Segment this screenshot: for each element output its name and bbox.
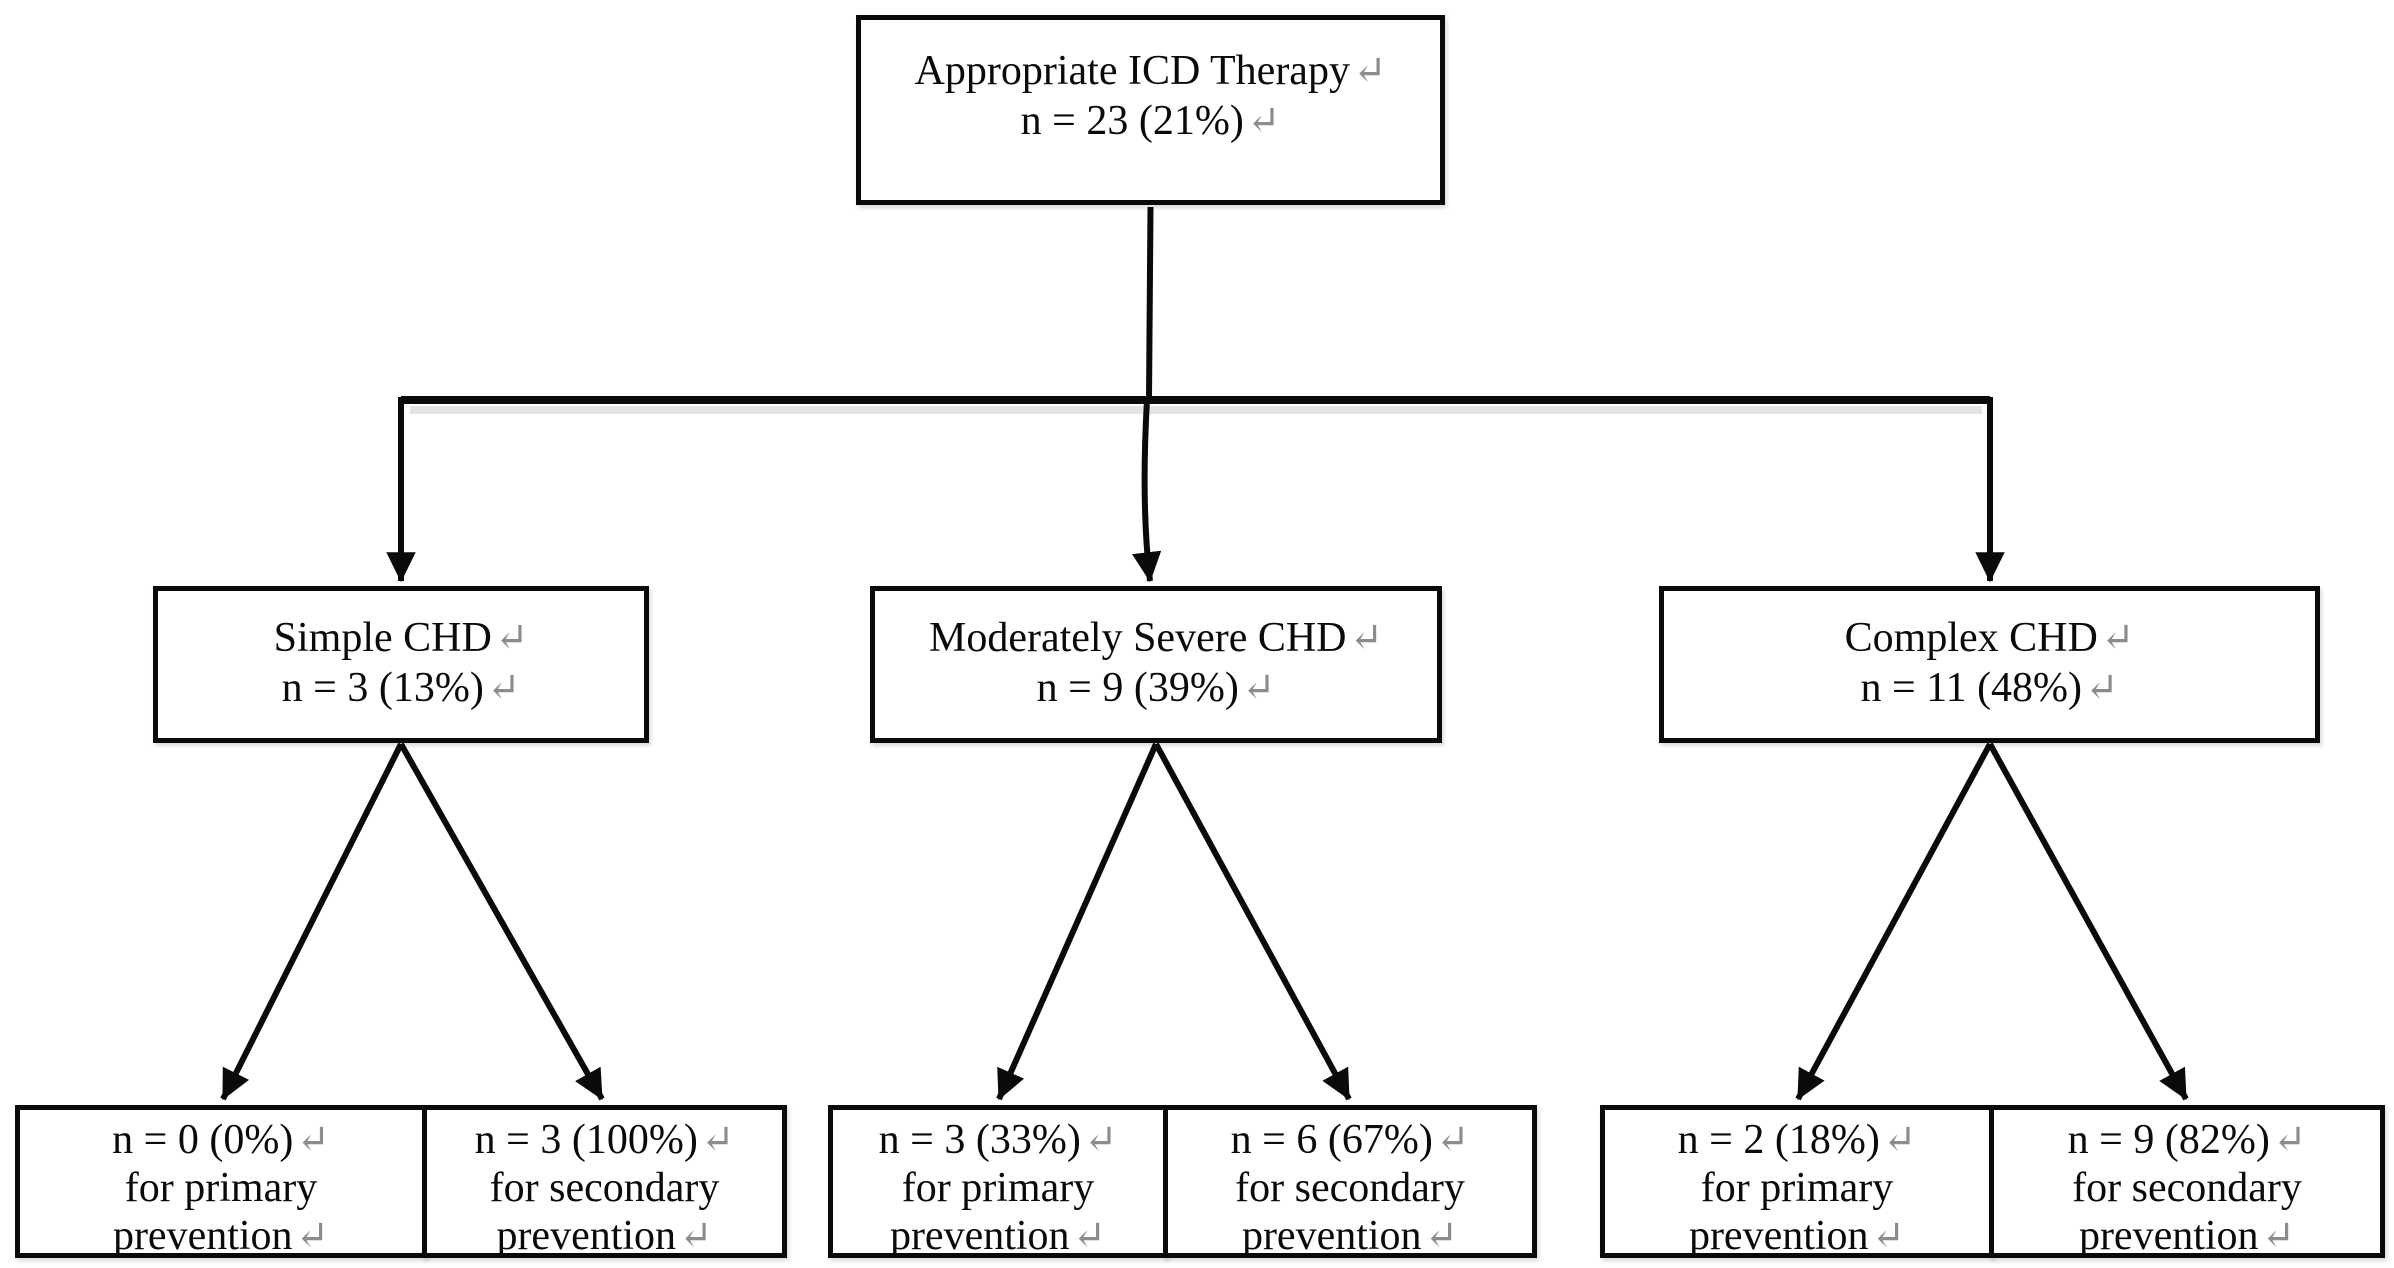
return-mark: ↵ <box>2100 615 2135 660</box>
leaf-stat-line: n = 6 (67%)↵ <box>1168 1116 1532 1164</box>
return-mark: ↵ <box>679 1213 713 1258</box>
leaf-label: prevention <box>112 1213 293 1259</box>
leaf-stat: n = 3 (33%) <box>878 1117 1081 1163</box>
leaf-label-line2: prevention↵ <box>1605 1212 1989 1260</box>
leaf-label-line2: prevention↵ <box>833 1212 1163 1260</box>
return-mark: ↵ <box>1349 615 1384 660</box>
leaf-stat: n = 2 (18%) <box>1677 1117 1880 1163</box>
return-mark: ↵ <box>1072 1213 1107 1258</box>
return-mark: ↵ <box>2272 1117 2307 1162</box>
leaf-node-simple-secondary: n = 3 (100%)↵ for secondary prevention↵ <box>422 1105 787 1260</box>
return-mark: ↵ <box>1435 1117 1470 1162</box>
leaf-label-line2: prevention↵ <box>1168 1212 1532 1260</box>
leaf-node-moderate-secondary: n = 6 (67%)↵ for secondary prevention↵ <box>1163 1105 1537 1260</box>
return-mark: ↵ <box>1871 1213 1906 1258</box>
leaf-pair-simple-chd: n = 0 (0%)↵ for primary prevention↵ n = … <box>15 1105 787 1260</box>
branch-stat: n = 3 (13%) <box>281 665 484 711</box>
connector-complex-secondary <box>1987 742 2189 1101</box>
branch-node-complex-chd: Complex CHD↵ n = 11 (48%)↵ <box>1659 586 2320 743</box>
leaf-label-line1: for primary <box>1700 1165 1894 1211</box>
root-node-appropriate-icd-therapy: Appropriate ICD Therapy↵ n = 23 (21%)↵ <box>856 15 1445 205</box>
leaf-label-line2: prevention↵ <box>1994 1212 2380 1260</box>
branch-stat: n = 9 (39%) <box>1036 665 1239 711</box>
branch-stat-line: n = 11 (48%)↵ <box>1664 663 2315 713</box>
connector-moderate-secondary <box>1153 742 1352 1101</box>
return-mark: ↵ <box>296 1117 330 1162</box>
leaf-stat-line: n = 0 (0%)↵ <box>20 1116 422 1164</box>
connector-simple-secondary <box>398 742 605 1101</box>
root-title-line: Appropriate ICD Therapy↵ <box>861 46 1440 96</box>
branch-title-line: Moderately Severe CHD↵ <box>875 613 1437 663</box>
leaf-node-moderate-primary: n = 3 (33%)↵ for primary prevention↵ <box>828 1105 1168 1260</box>
branch-title-line: Simple CHD↵ <box>158 613 644 663</box>
leaf-label: prevention <box>2078 1213 2259 1259</box>
connector-simple-primary <box>220 742 404 1101</box>
leaf-label: prevention <box>496 1213 677 1259</box>
root-stat: n = 23 (21%) <box>1020 98 1244 144</box>
return-mark: ↵ <box>1083 1117 1118 1162</box>
branch-title-line: Complex CHD↵ <box>1664 613 2315 663</box>
leaf-pair-moderately-severe-chd: n = 3 (33%)↵ for primary prevention↵ n =… <box>828 1105 1537 1260</box>
return-mark: ↵ <box>1241 665 1276 710</box>
leaf-label: prevention <box>1241 1213 1422 1259</box>
branch-node-simple-chd: Simple CHD↵ n = 3 (13%)↵ <box>153 586 649 743</box>
branch-title: Complex CHD <box>1844 615 2098 661</box>
root-stat-line: n = 23 (21%)↵ <box>861 96 1440 146</box>
leaf-stat-line: n = 3 (100%)↵ <box>427 1116 782 1164</box>
branch-title: Moderately Severe CHD <box>928 615 1347 661</box>
leaf-node-complex-primary: n = 2 (18%)↵ for primary prevention↵ <box>1600 1105 1994 1260</box>
connector-drop-moderate <box>1132 399 1162 583</box>
leaf-label-line1: for primary <box>901 1165 1095 1211</box>
branch-stat-line: n = 9 (39%)↵ <box>875 663 1437 713</box>
return-mark: ↵ <box>700 1117 735 1162</box>
leaf-label-line1: for secondary <box>1235 1165 1465 1211</box>
leaf-label-line1: for secondary <box>2072 1165 2302 1211</box>
leaf-label: prevention <box>889 1213 1070 1259</box>
return-mark: ↵ <box>2085 665 2119 710</box>
branch-title: Simple CHD <box>273 615 492 661</box>
leaf-label-line1: for primary <box>124 1165 318 1211</box>
connector-complex-primary <box>1795 742 1993 1101</box>
leaf-stat-line: n = 3 (33%)↵ <box>833 1116 1163 1164</box>
root-title: Appropriate ICD Therapy <box>914 48 1350 94</box>
return-mark: ↵ <box>1882 1117 1917 1162</box>
leaf-stat-line: n = 9 (82%)↵ <box>1994 1116 2380 1164</box>
connector-moderate-primary <box>996 742 1159 1101</box>
leaf-label-line1: for secondary <box>489 1165 720 1211</box>
return-mark: ↵ <box>2261 1213 2296 1258</box>
return-mark: ↵ <box>494 615 529 660</box>
return-mark: ↵ <box>1352 48 1387 93</box>
leaf-stat: n = 0 (0%) <box>112 1117 294 1163</box>
return-mark: ↵ <box>295 1213 330 1258</box>
leaf-pair-complex-chd: n = 2 (18%)↵ for primary prevention↵ n =… <box>1600 1105 2385 1260</box>
branch-node-moderately-severe-chd: Moderately Severe CHD↵ n = 9 (39%)↵ <box>870 586 1442 743</box>
return-mark: ↵ <box>486 665 521 710</box>
leaf-stat: n = 9 (82%) <box>2067 1117 2270 1163</box>
leaf-stat: n = 3 (100%) <box>474 1117 698 1163</box>
leaf-node-complex-secondary: n = 9 (82%)↵ for secondary prevention↵ <box>1989 1105 2385 1260</box>
leaf-label: prevention <box>1688 1213 1869 1259</box>
leaf-stat-line: n = 2 (18%)↵ <box>1605 1116 1989 1164</box>
leaf-label-line2: prevention↵ <box>427 1212 782 1260</box>
return-mark: ↵ <box>1424 1213 1459 1258</box>
leaf-label-line2: prevention↵ <box>20 1212 422 1260</box>
leaf-node-simple-primary: n = 0 (0%)↵ for primary prevention↵ <box>15 1105 427 1260</box>
branch-stat: n = 11 (48%) <box>1860 665 2083 711</box>
leaf-stat: n = 6 (67%) <box>1230 1117 1433 1163</box>
return-mark: ↵ <box>1246 98 1281 143</box>
connector-trunk <box>1146 206 1154 399</box>
branch-stat-line: n = 3 (13%)↵ <box>158 663 644 713</box>
